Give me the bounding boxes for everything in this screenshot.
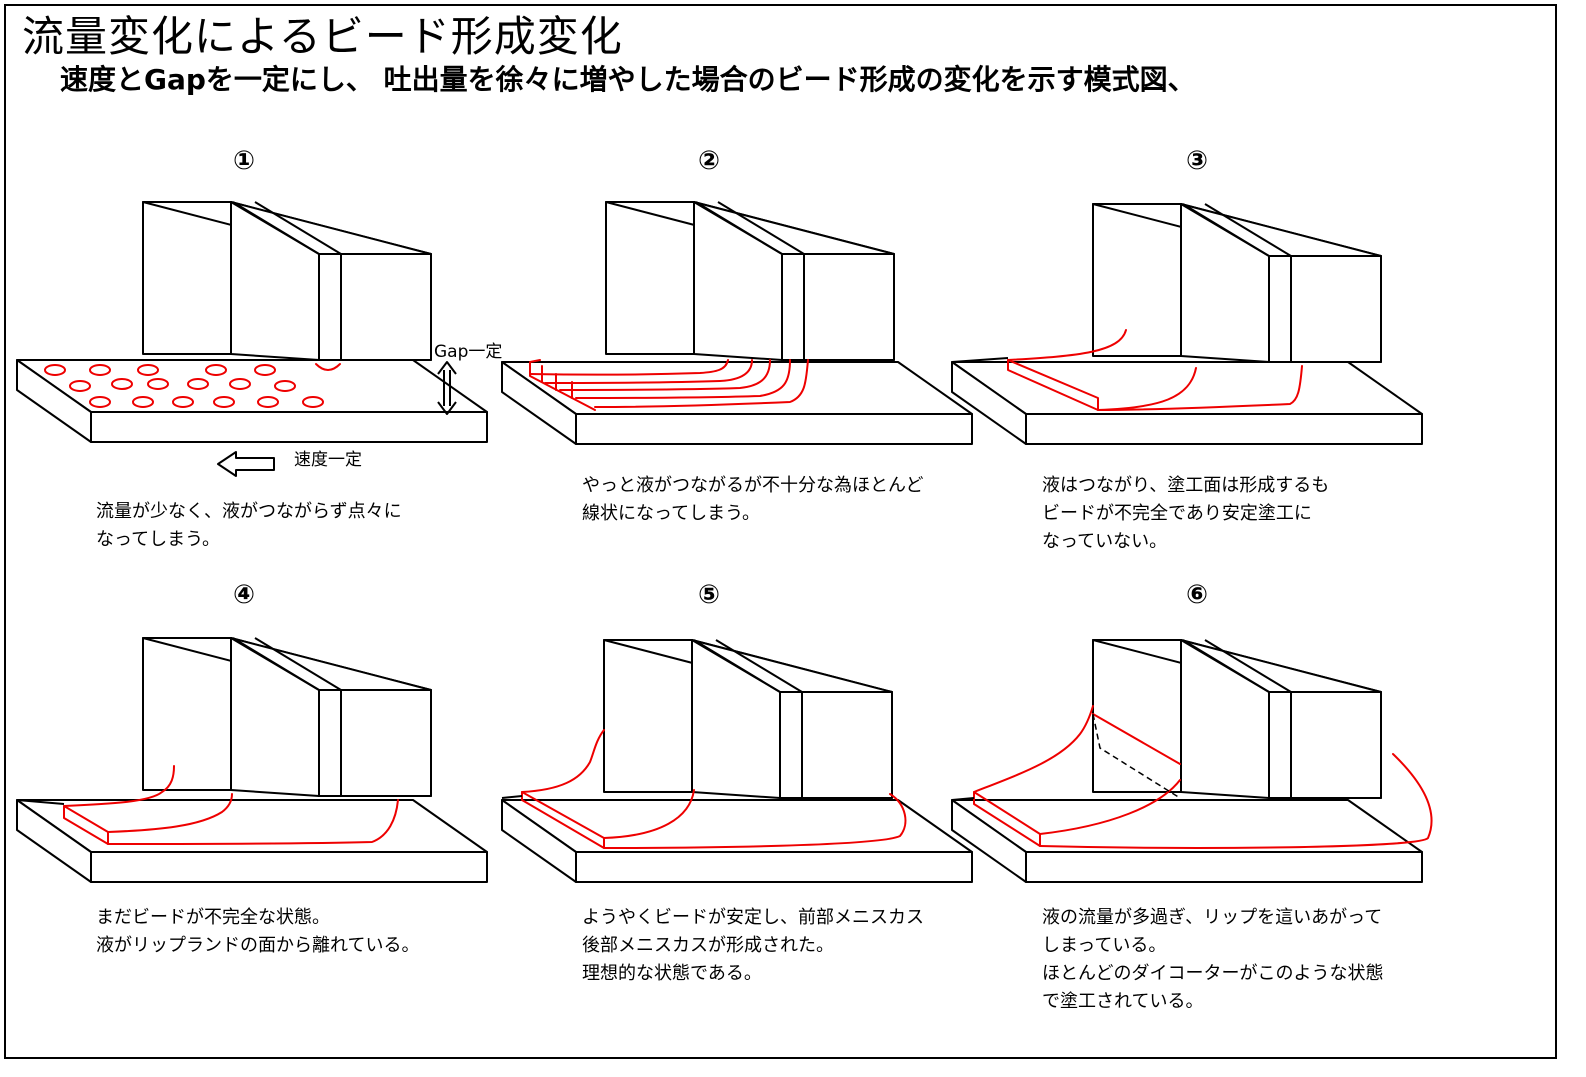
panel-2-illustration xyxy=(501,201,973,445)
panel-1-illustration xyxy=(16,201,488,477)
panel-1-droplets xyxy=(44,364,324,408)
panel-6-caption: 液の流量が多過ぎ、リップを這いあがって しまっている。 ほとんどのダイコーターが… xyxy=(1042,907,1384,1012)
panel-6-illustration xyxy=(951,639,1433,883)
figure-frame xyxy=(4,4,1557,1059)
gap-label: Gap一定 xyxy=(434,342,503,362)
panel-3-caption: 液はつながり、塗工面は形成するも ビードが不完全であり安定塗工に なっていない。 xyxy=(1042,475,1330,552)
page-subtitle: 速度とGapを一定にし、 吐出量を徐々に増やした場合のビード形成の変化を示す模式… xyxy=(60,63,1196,96)
panel-4-number: ④ xyxy=(233,580,256,610)
panel-2-number: ② xyxy=(698,146,721,176)
panel-2-caption: やっと液がつながるが不十分な為ほとんど 線状になってしまう。 xyxy=(582,475,924,524)
panel-5-number: ⑤ xyxy=(698,580,721,610)
panel-4-caption: まだビードが不完全な状態。 液がリップランドの面から離れている。 xyxy=(96,907,420,956)
panel-3-number: ③ xyxy=(1186,146,1209,176)
panel-3-illustration xyxy=(951,203,1423,445)
panel-6-number: ⑥ xyxy=(1186,580,1209,610)
panel-5-illustration xyxy=(501,639,973,883)
page-title: 流量変化によるビード形成変化 xyxy=(22,12,623,61)
panel-4-illustration xyxy=(16,637,488,883)
panel-1-bead xyxy=(315,363,341,371)
panel-1-caption: 流量が少なく、液がつながらず点々に なってしまう。 xyxy=(96,501,402,550)
panel-1-number: ① xyxy=(233,146,256,176)
speed-arrow xyxy=(217,451,275,477)
gap-double-arrow xyxy=(437,361,457,415)
speed-label: 速度一定 xyxy=(294,450,362,470)
panel-5-caption: ようやくビードが安定し、前部メニスカス 後部メニスカスが形成された。 理想的な状… xyxy=(582,907,924,984)
